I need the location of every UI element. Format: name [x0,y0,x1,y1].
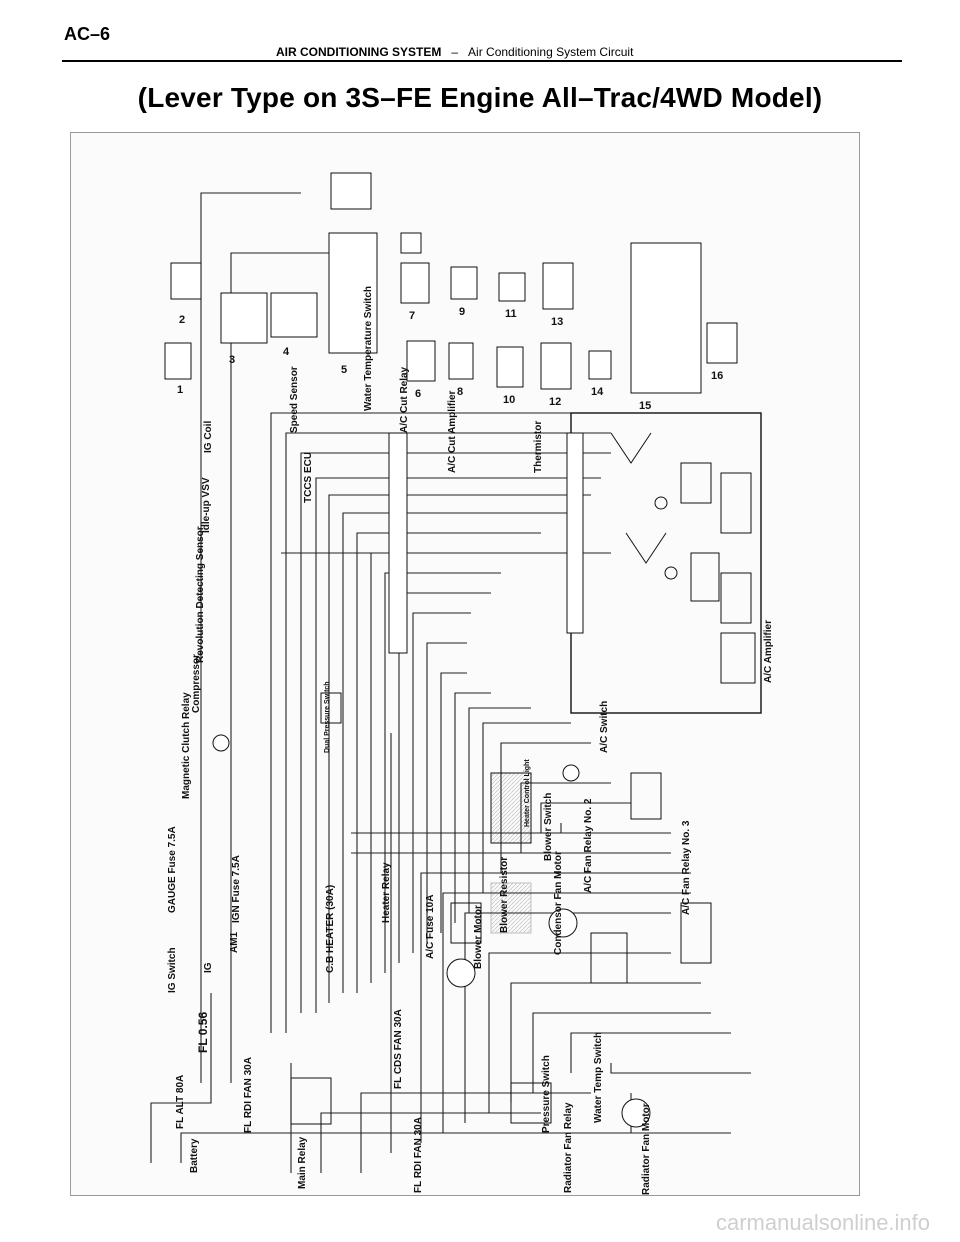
label-battery: Battery [189,1138,200,1173]
label-blower-switch: Blower Switch [543,793,554,861]
label-fl-rdi-fan-bottom: FL RDI FAN 30A [413,1117,424,1193]
label-condenser-fan-motor: Condensor Fan Motor [553,851,564,955]
wiring-diagram-svg: 1 2 3 4 5 6 7 8 9 10 11 12 13 14 15 16 B… [150,172,774,1195]
label-gauge-fuse: GAUGE Fuse 7.5A [167,826,178,913]
label-radiator-fan-relay: Radiator Fan Relay [563,1102,574,1193]
label-idle-up-vsv: Idle-up VSV [201,477,212,533]
label-water-temp-switch-top: Water Temperature Switch [363,286,374,411]
tccs-connector-strip [388,432,584,654]
label-magnetic-clutch-relay: Magnetic Clutch Relay [181,692,192,799]
wire-bundle [150,192,751,1173]
connector-number-10: 10 [503,394,515,406]
ac-amplifier-box [570,412,762,714]
page-header: AC–6 AIR CONDITIONING SYSTEM–Air Conditi… [0,0,960,70]
connector-number-2: 2 [179,314,185,326]
label-fl-056: FL 0.56 [196,1012,210,1053]
connector-number-7: 7 [409,310,415,322]
label-water-temp-switch-bottom: Water Temp Switch [593,1032,604,1123]
connector-number-5: 5 [341,364,347,376]
label-revolution-sensor: Revolution Detecting Sensor [195,526,206,663]
connector-number-14: 14 [591,386,604,398]
label-heater-relay: Heater Relay [381,862,392,923]
component-labels: Battery FL ALT 80A FL 0.56 IG Switch IG … [167,286,774,1195]
label-pressure-switch: Pressure Switch [541,1055,552,1133]
section-title: AIR CONDITIONING SYSTEM–Air Conditioning… [276,45,633,59]
connector-number-13: 13 [551,316,563,328]
wiring-diagram: 1 2 3 4 5 6 7 8 9 10 11 12 13 14 15 16 B… [70,132,860,1196]
label-thermistor: Thermistor [533,421,544,473]
label-radiator-fan-motor: Radiator Fan Motor [641,1103,652,1195]
connector-number-12: 12 [549,396,561,408]
model-title: (Lever Type on 3S–FE Engine All–Trac/4WD… [137,82,823,113]
page-number: AC–6 [64,24,111,44]
label-dual-pressure-switch: Dual Pressure Switch [324,681,331,753]
section-name: Air Conditioning System Circuit [468,45,634,59]
label-ig-switch: IG Switch [167,947,178,993]
connector-number-3: 3 [229,354,235,366]
label-ig: IG [203,962,214,973]
connector-number-8: 8 [457,386,463,398]
label-tccs-ecu: TCCS ECU [303,452,314,503]
label-main-relay: Main Relay [297,1136,308,1189]
label-cb-heater: C.B HEATER (30A) [325,885,336,973]
label-ig-coil: IG Coil [203,421,214,453]
title-separator: – [451,45,459,59]
connector-number-16: 16 [711,370,723,382]
label-ac-fan-relay-3: A/C Fan Relay No. 3 [681,820,692,915]
label-fl-rdi-fan-top: FL RDI FAN 30A [243,1057,254,1133]
label-ac-cut-amplifier: A/C Cut Amplifier [447,390,458,473]
connector-number-1: 1 [177,384,183,396]
connector-number-11: 11 [505,308,517,320]
label-blower-motor: Blower Motor [473,905,484,969]
label-speed-sensor: Speed Sensor [289,366,300,433]
label-fl-alt: FL ALT 80A [175,1075,186,1129]
label-ac-amplifier: A/C Amplifier [763,620,774,683]
watermark: carmanualsonline.info [716,1210,931,1235]
system-name: AIR CONDITIONING SYSTEM [276,45,442,59]
harness-connectors [490,772,532,934]
label-am1: AM1 [229,931,240,953]
connector-numbers: 1 2 3 4 5 6 7 8 9 10 11 12 13 14 15 16 [177,306,723,412]
connector-diagrams [164,172,738,394]
label-ac-fuse: A/C Fuse 10A [425,895,436,959]
label-fl-cds-fan: FL CDS FAN 30A [393,1009,404,1089]
label-ac-fan-relay-2: A/C Fan Relay No. 2 [583,798,594,893]
label-ac-switch: A/C Switch [599,701,610,753]
label-heater-control-light: Heater Control Light [524,759,531,827]
label-blower-resistor: Blower Resistor [499,857,510,933]
motor-symbols [212,734,651,1128]
connector-number-15: 15 [639,400,651,412]
connector-number-6: 6 [415,388,421,400]
header-rule [62,60,902,62]
connector-number-9: 9 [459,306,465,318]
label-ac-cut-relay: A/C Cut Relay [399,366,410,433]
label-ign-fuse: IGN Fuse 7.5A [231,855,242,923]
connector-number-4: 4 [283,346,290,358]
label-compressor: Compressor [191,654,202,713]
